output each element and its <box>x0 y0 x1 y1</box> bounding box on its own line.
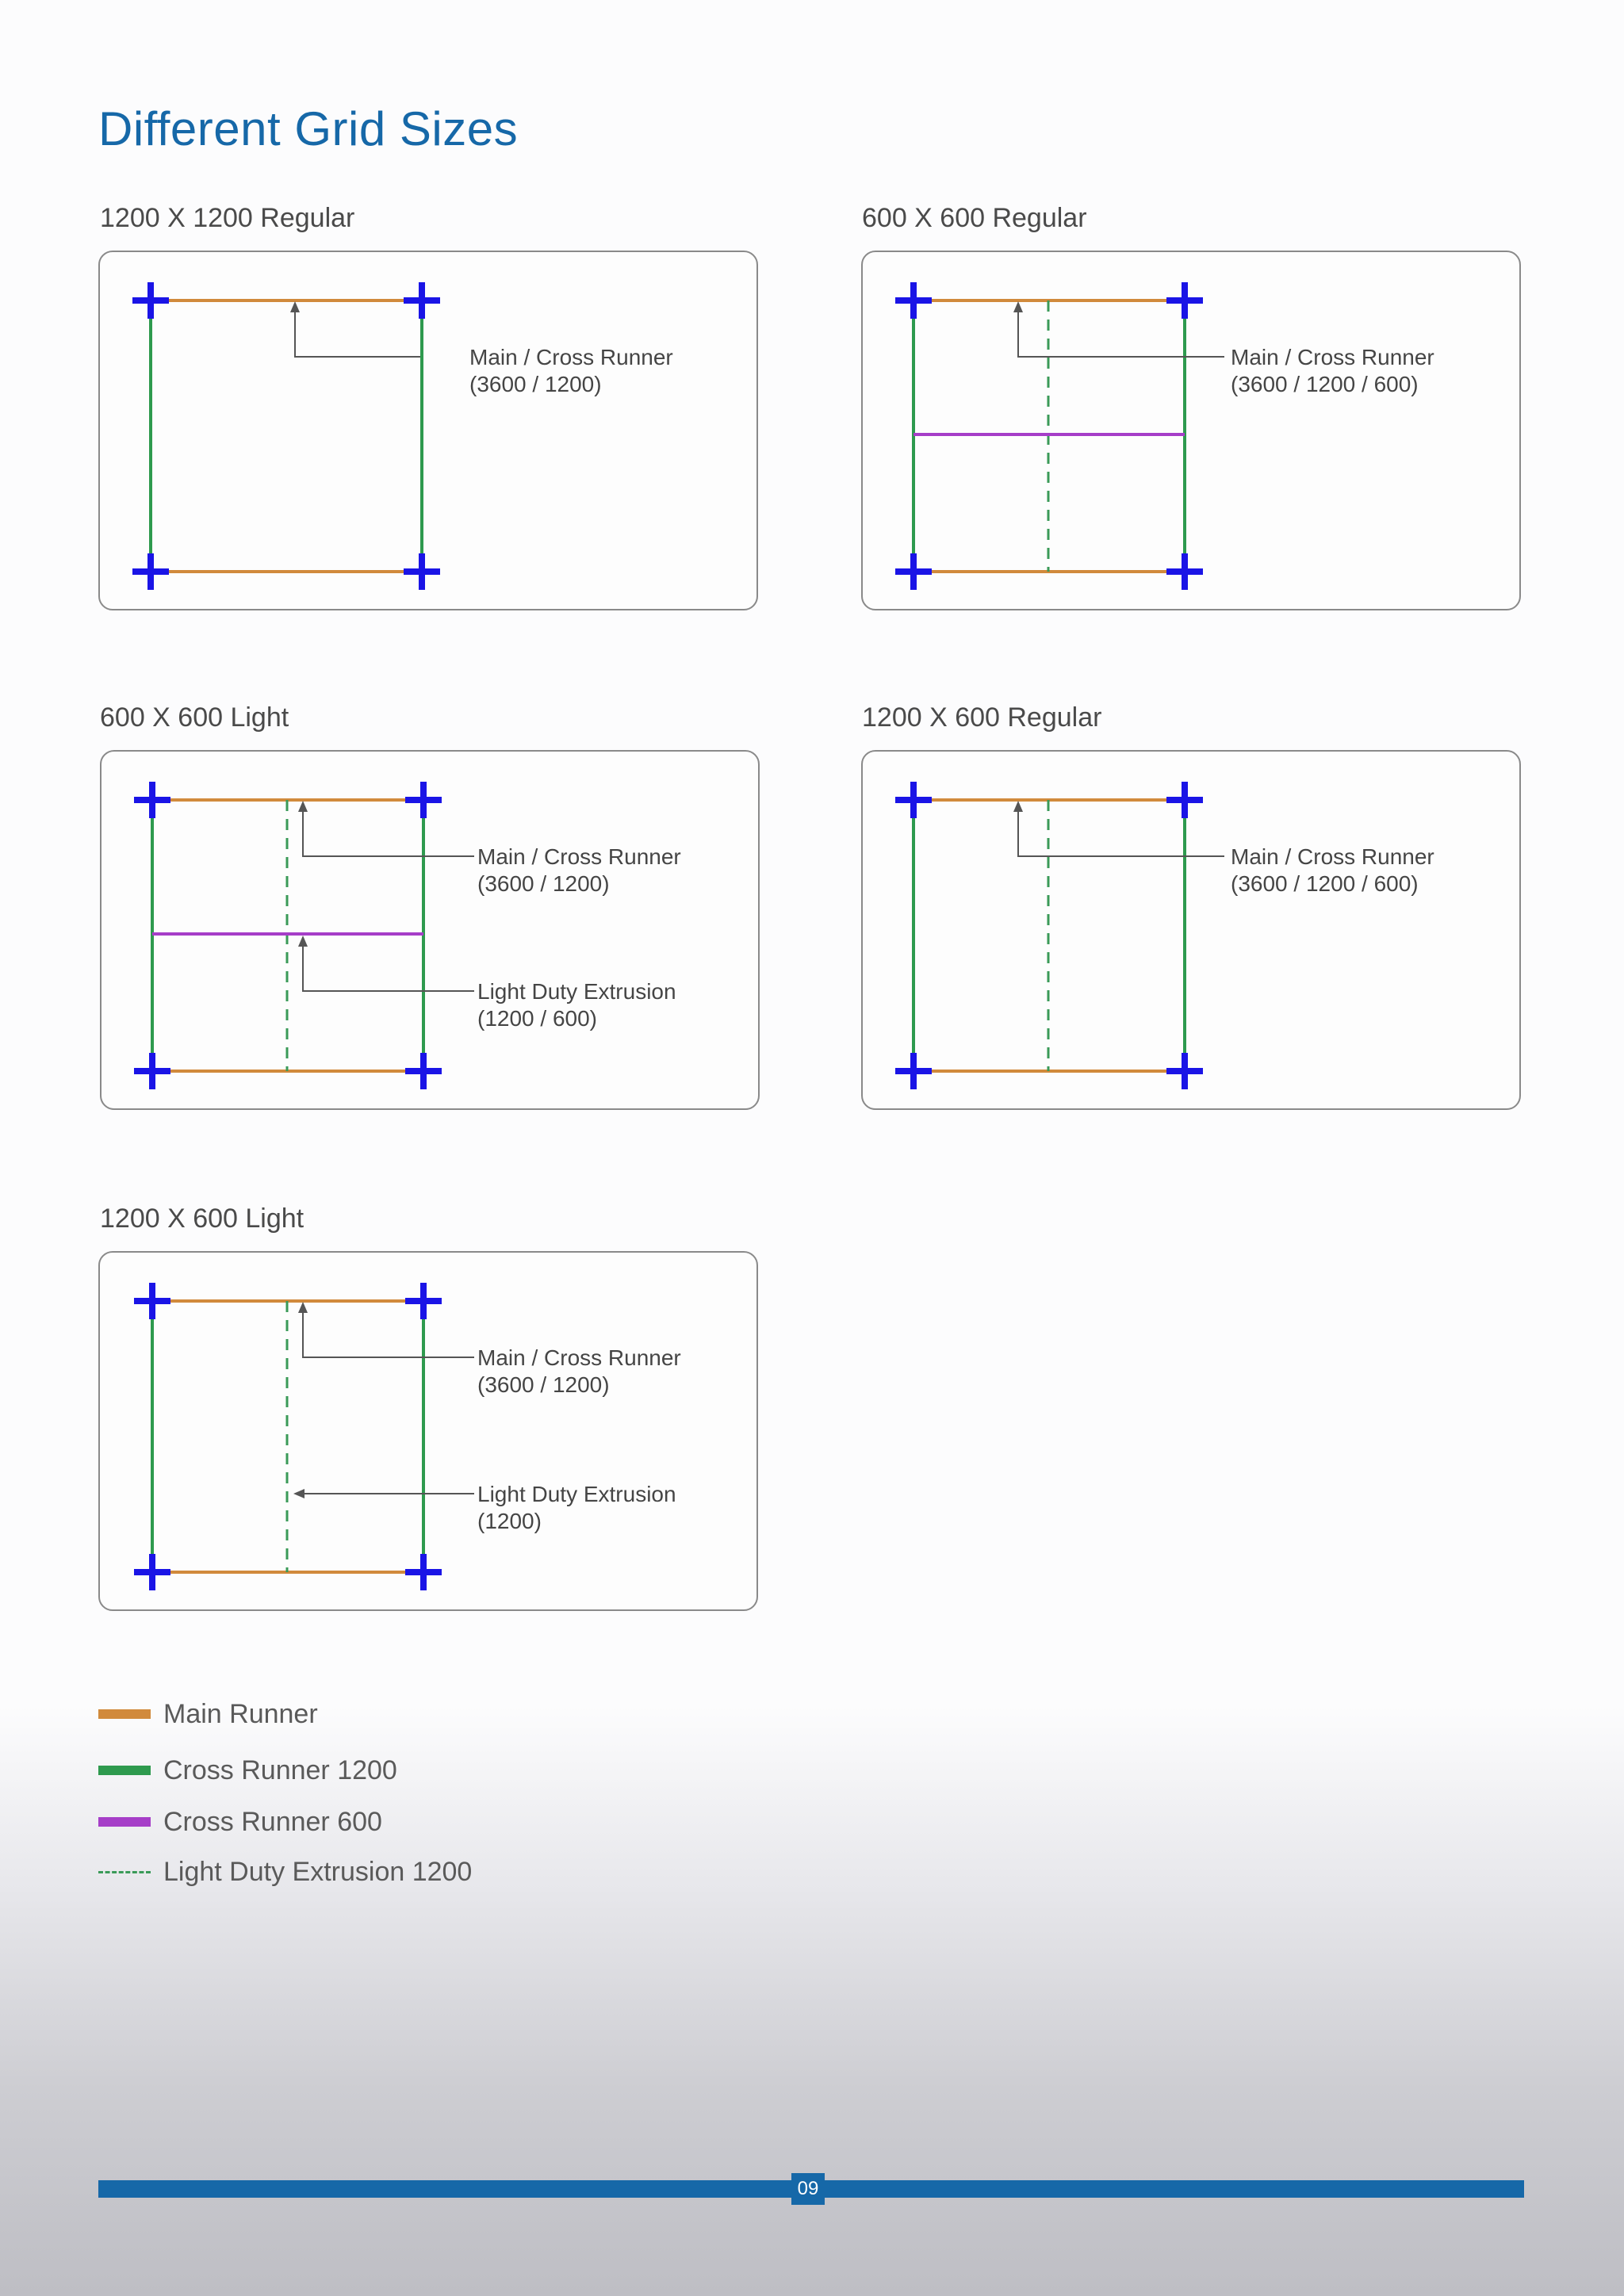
legend-swatch <box>98 1709 151 1719</box>
grid-diagram-600x600-regular: Main / Cross Runner (3600 / 1200 / 600) <box>861 251 1521 610</box>
grid-drawing <box>134 782 474 1089</box>
background-ceiling-photo <box>0 1705 1624 2296</box>
grid-diagram-1200x600-light: Main / Cross Runner (3600 / 1200) Light … <box>98 1251 758 1611</box>
grid-drawing <box>134 1283 474 1590</box>
callout-main-cross-runner: Main / Cross Runner (3600 / 1200) <box>469 345 673 396</box>
legend-swatch <box>98 1817 151 1827</box>
cross-markers <box>134 1283 442 1590</box>
grid-diagram-1200x1200-regular: Main / Cross Runner (3600 / 1200) <box>98 251 758 610</box>
callout-light-duty-extrusion: Light Duty Extrusion (1200) <box>477 1482 676 1533</box>
page-title: Different Grid Sizes <box>98 102 519 155</box>
legend-item-cross-runner-1200: Cross Runner 1200 <box>98 1755 397 1786</box>
cross-markers <box>895 282 1203 590</box>
callout-main-cross-runner: Main / Cross Runner (3600 / 1200 / 600) <box>1231 844 1434 896</box>
arrow-head <box>290 301 300 312</box>
callout-main-cross-runner: Main / Cross Runner (3600 / 1200) <box>477 844 681 896</box>
legend-item-cross-runner-600: Cross Runner 600 <box>98 1806 382 1838</box>
panel-title-600x600-regular: 600 X 600 Regular <box>862 203 1087 233</box>
legend-item-light-duty-extrusion: Light Duty Extrusion 1200 <box>98 1856 472 1888</box>
cross-markers <box>134 782 442 1089</box>
panel-title-1200x1200-regular: 1200 X 1200 Regular <box>100 203 355 233</box>
panel-title-600x600-light: 600 X 600 Light <box>100 702 289 733</box>
grid-drawing <box>895 282 1224 590</box>
cross-markers <box>895 782 1203 1089</box>
grid-diagram-1200x600-regular: Main / Cross Runner (3600 / 1200 / 600) <box>861 750 1521 1110</box>
callout-arrow <box>294 306 420 358</box>
callout-main-cross-runner: Main / Cross Runner (3600 / 1200) <box>477 1345 681 1397</box>
grid-drawing <box>132 282 440 590</box>
grid-drawing <box>895 782 1224 1089</box>
legend-item-main-runner: Main Runner <box>98 1698 318 1730</box>
grid-diagram-600x600-light: Main / Cross Runner (3600 / 1200) Light … <box>100 750 760 1110</box>
cross-markers <box>132 282 440 590</box>
panel-title-1200x600-regular: 1200 X 600 Regular <box>862 702 1102 733</box>
panel-title-1200x600-light: 1200 X 600 Light <box>100 1203 304 1234</box>
page-number: 09 <box>791 2173 825 2205</box>
legend-swatch-dashed <box>98 1870 151 1873</box>
callout-light-duty-extrusion: Light Duty Extrusion (1200 / 600) <box>477 979 676 1031</box>
callout-main-cross-runner: Main / Cross Runner (3600 / 1200 / 600) <box>1231 345 1434 396</box>
legend-swatch <box>98 1766 151 1775</box>
